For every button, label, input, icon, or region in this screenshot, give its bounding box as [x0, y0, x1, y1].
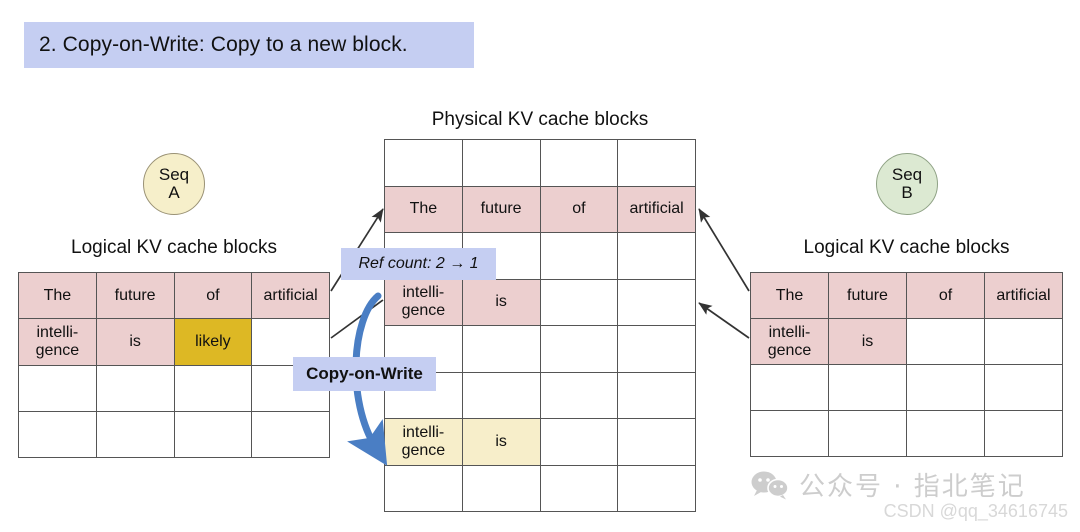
logical-left-cell-r4-c3 — [174, 411, 253, 458]
physical-cell-r6-c4 — [618, 372, 696, 419]
physical-cell-r8-c2 — [462, 465, 541, 512]
physical-cell-r4-c4 — [618, 279, 696, 326]
logical-left-cell-r3-c2 — [96, 365, 175, 412]
physical-cell-r2-c1: The — [385, 186, 463, 233]
seq-b-badge: Seq B — [876, 153, 938, 215]
logical-right-cell-r4-c3 — [907, 411, 985, 457]
wechat-icon — [751, 471, 789, 499]
physical-cell-r3-c4 — [618, 233, 696, 280]
logical-right-cell-r1-c4: artificial — [985, 273, 1063, 319]
seq-a-badge: Seq A — [143, 153, 205, 215]
watermark-subtext: CSDN @qq_34616745 — [883, 501, 1068, 521]
physical-cell-r1-c2 — [462, 140, 541, 187]
physical-cell-r2-c4: artificial — [618, 186, 696, 233]
watermark: 公众号 · 指北笔记 CSDN @qq_34616745 — [750, 466, 1070, 526]
logical-left-cell-r4-c1 — [19, 411, 97, 458]
logical-right-cell-r3-c1 — [751, 365, 829, 411]
physical-cell-r3-c3 — [540, 233, 619, 280]
logical-left-cell-r2-c2: is — [96, 319, 175, 366]
physical-cell-r8-c3 — [540, 465, 619, 512]
logical-right-cell-r1-c3: of — [907, 273, 985, 319]
physical-cell-r1-c1 — [385, 140, 463, 187]
slide-title-banner: 2. Copy-on-Write: Copy to a new block. — [24, 22, 474, 68]
logical-right-cell-r4-c1 — [751, 411, 829, 457]
physical-cell-r7-c1: intelli-gence — [385, 419, 463, 466]
logical-right-cell-r3-c3 — [907, 365, 985, 411]
physical-cell-r8-c4 — [618, 465, 696, 512]
physical-cell-r1-c4 — [618, 140, 696, 187]
arrow-left-row2-to-physical — [330, 299, 384, 339]
logical-left-cell-r3-c3 — [174, 365, 253, 412]
logical-left-cell-r4-c2 — [96, 411, 175, 458]
physical-cell-r7-c4 — [618, 419, 696, 466]
physical-cell-r7-c2: is — [462, 419, 541, 466]
seq-a-label-line2: A — [168, 183, 180, 202]
arrow-right-row2-to-physical — [698, 302, 750, 339]
physical-cell-r2-c2: future — [462, 186, 541, 233]
seq-b-label-line2: B — [901, 183, 913, 202]
logical-left-cell-r4-c4 — [252, 411, 330, 458]
physical-cell-r4-c1: intelli-gence — [385, 279, 463, 326]
logical-blocks-caption-right: Logical KV cache blocks — [803, 237, 1010, 258]
logical-left-cell-r1-c2: future — [96, 273, 175, 320]
logical-left-cell-r2-c1: intelli-gence — [19, 319, 97, 366]
physical-cell-r6-c3 — [540, 372, 619, 419]
physical-cell-r4-c2: is — [462, 279, 541, 326]
physical-cell-r1-c3 — [540, 140, 619, 187]
logical-right-cell-r4-c4 — [985, 411, 1063, 457]
logical-left-cell-r1-c4: artificial — [252, 273, 330, 320]
logical-right-cell-r3-c4 — [985, 365, 1063, 411]
logical-right-cell-r2-c4 — [985, 319, 1063, 365]
logical-right-cell-r4-c2 — [829, 411, 907, 457]
physical-cell-r2-c3: of — [540, 186, 619, 233]
physical-cell-r8-c1 — [385, 465, 463, 512]
physical-cell-r4-c3 — [540, 279, 619, 326]
logical-right-cell-r1-c2: future — [829, 273, 907, 319]
physical-cell-r6-c2 — [462, 372, 541, 419]
physical-blocks-caption: Physical KV cache blocks — [431, 109, 649, 130]
ref-count-callout: Ref count: 2 → 1 — [341, 248, 496, 280]
watermark-text: 公众号 · 指北笔记 — [799, 472, 1026, 502]
logical-left-cell-r1-c1: The — [19, 273, 97, 320]
seq-b-label-line1: Seq — [891, 165, 923, 185]
physical-cell-r7-c3 — [540, 419, 619, 466]
physical-cell-r5-c2 — [462, 326, 541, 373]
logical-left-cell-r2-c4 — [252, 319, 330, 366]
logical-left-cell-r1-c3: of — [174, 273, 253, 320]
logical-right-cell-r3-c2 — [829, 365, 907, 411]
logical-left-cell-r3-c1 — [19, 365, 97, 412]
logical-right-cell-r1-c1: The — [751, 273, 829, 319]
physical-cell-r5-c3 — [540, 326, 619, 373]
arrow-right-row1-to-physical — [698, 208, 750, 292]
logical-right-cell-r2-c1: intelli-gence — [751, 319, 829, 365]
seq-a-label-line1: Seq — [158, 165, 190, 185]
physical-cell-r5-c4 — [618, 326, 696, 373]
logical-right-cell-r2-c3 — [907, 319, 985, 365]
logical-right-cell-r2-c2: is — [829, 319, 907, 365]
logical-left-cell-r2-c3: likely — [174, 319, 253, 366]
logical-blocks-caption-left: Logical KV cache blocks — [71, 237, 277, 258]
copy-on-write-callout: Copy-on-Write — [293, 357, 436, 391]
